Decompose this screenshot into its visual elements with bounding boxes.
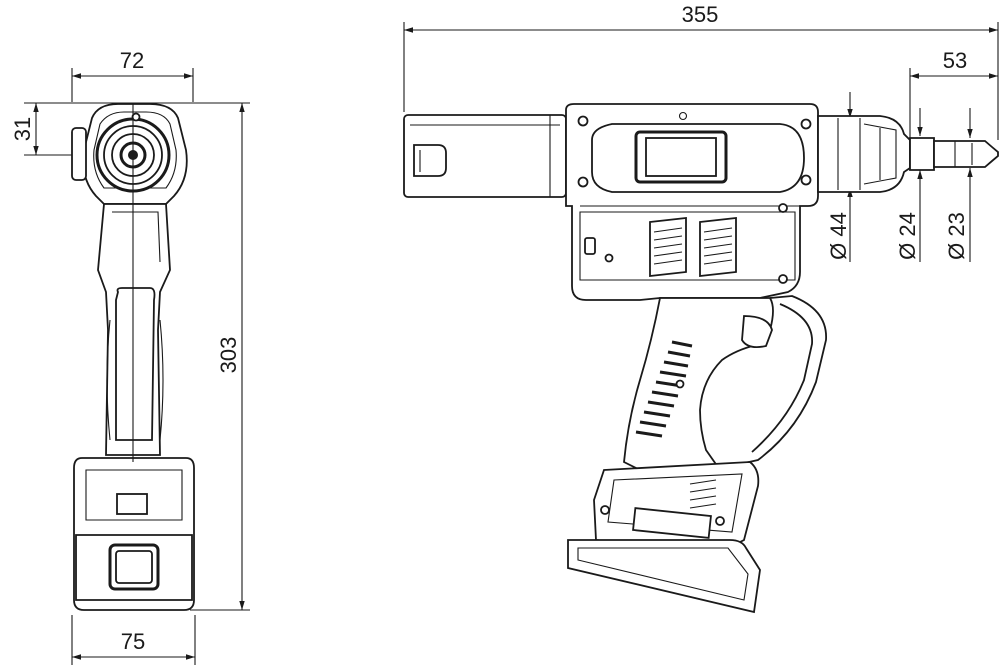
dim-label-355: 355 — [682, 2, 719, 27]
dimension-head-offset: 31 — [10, 102, 250, 156]
dim-label-d24: Ø 24 — [895, 212, 920, 260]
dimension-head-width: 72 — [71, 48, 194, 102]
side-rear-cylinder — [403, 114, 567, 198]
dim-label-303: 303 — [216, 337, 241, 374]
dim-label-53: 53 — [943, 48, 967, 73]
side-vent-grilles — [649, 216, 737, 278]
side-handle — [623, 295, 827, 471]
dim-label-31: 31 — [10, 117, 35, 141]
rear-grip — [97, 203, 171, 456]
dimension-diameter-23: Ø 23 — [944, 108, 973, 262]
dimension-diameter-24: Ø 24 — [895, 108, 923, 262]
side-view: 355 53 Ø 44 Ø 24 Ø 23 — [403, 2, 999, 614]
side-grip-ribs — [635, 340, 693, 438]
side-battery — [567, 461, 761, 614]
dim-label-d44: Ø 44 — [826, 212, 851, 260]
dim-label-d23: Ø 23 — [944, 212, 969, 260]
side-nose-piece — [817, 115, 999, 193]
rear-view: 72 31 303 75 — [10, 48, 250, 665]
rear-battery — [73, 457, 195, 611]
dimension-overall-height: 303 — [190, 103, 250, 611]
dimension-overall-length: 355 — [403, 2, 999, 140]
dim-label-72: 72 — [120, 48, 144, 73]
dim-label-75: 75 — [121, 629, 145, 654]
dimension-diameter-44: Ø 44 — [826, 92, 853, 262]
side-main-body — [565, 103, 819, 301]
dimension-base-width: 75 — [71, 615, 196, 665]
